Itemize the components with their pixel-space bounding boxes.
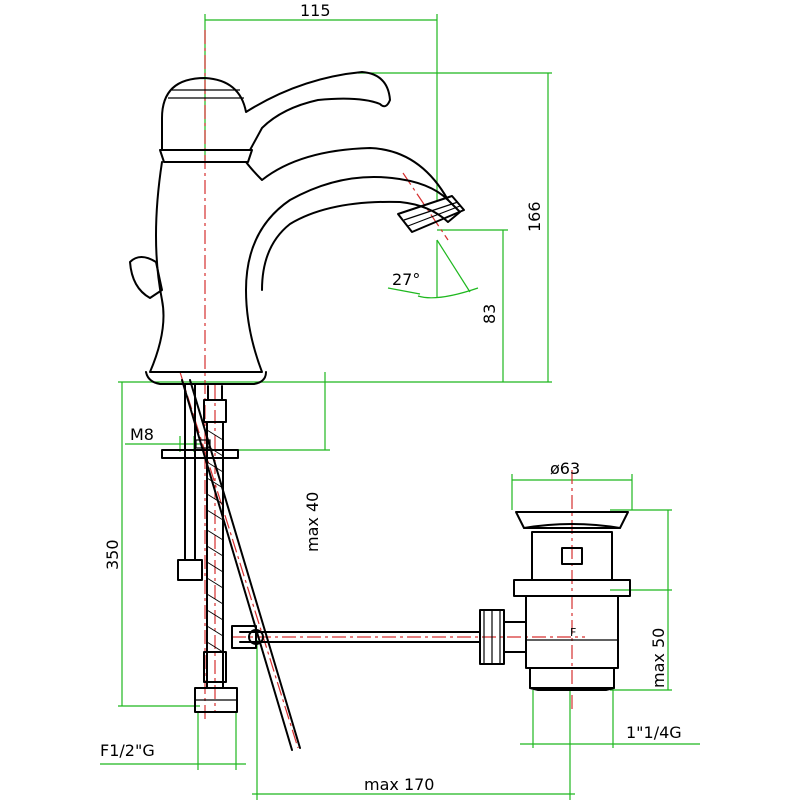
diameter-63-label: ø63 bbox=[550, 459, 580, 478]
pop-up-waste: F bbox=[231, 511, 631, 691]
height-166-label: 166 bbox=[525, 201, 544, 232]
width-115-label: 115 bbox=[300, 1, 331, 20]
max-40-label: max 40 bbox=[303, 492, 322, 552]
waste-thread-label: 1"1/4G bbox=[626, 723, 682, 742]
dimension-lines bbox=[100, 14, 700, 800]
spout-height-83-label: 83 bbox=[480, 304, 499, 324]
faucet-body bbox=[129, 71, 465, 385]
axis-lines bbox=[179, 30, 585, 749]
max-170-label: max 170 bbox=[364, 775, 434, 794]
dimension-labels: 115 166 83 27° M8 max 40 350 ø63 max 50 … bbox=[100, 1, 682, 794]
supply-hose bbox=[161, 379, 301, 751]
length-350-label: 350 bbox=[103, 539, 122, 570]
supply-thread-label: F1/2"G bbox=[100, 741, 155, 760]
svg-text:F: F bbox=[570, 626, 576, 639]
angle-27-label: 27° bbox=[392, 270, 420, 289]
m8-label: M8 bbox=[130, 425, 154, 444]
max-50-label: max 50 bbox=[649, 628, 668, 688]
